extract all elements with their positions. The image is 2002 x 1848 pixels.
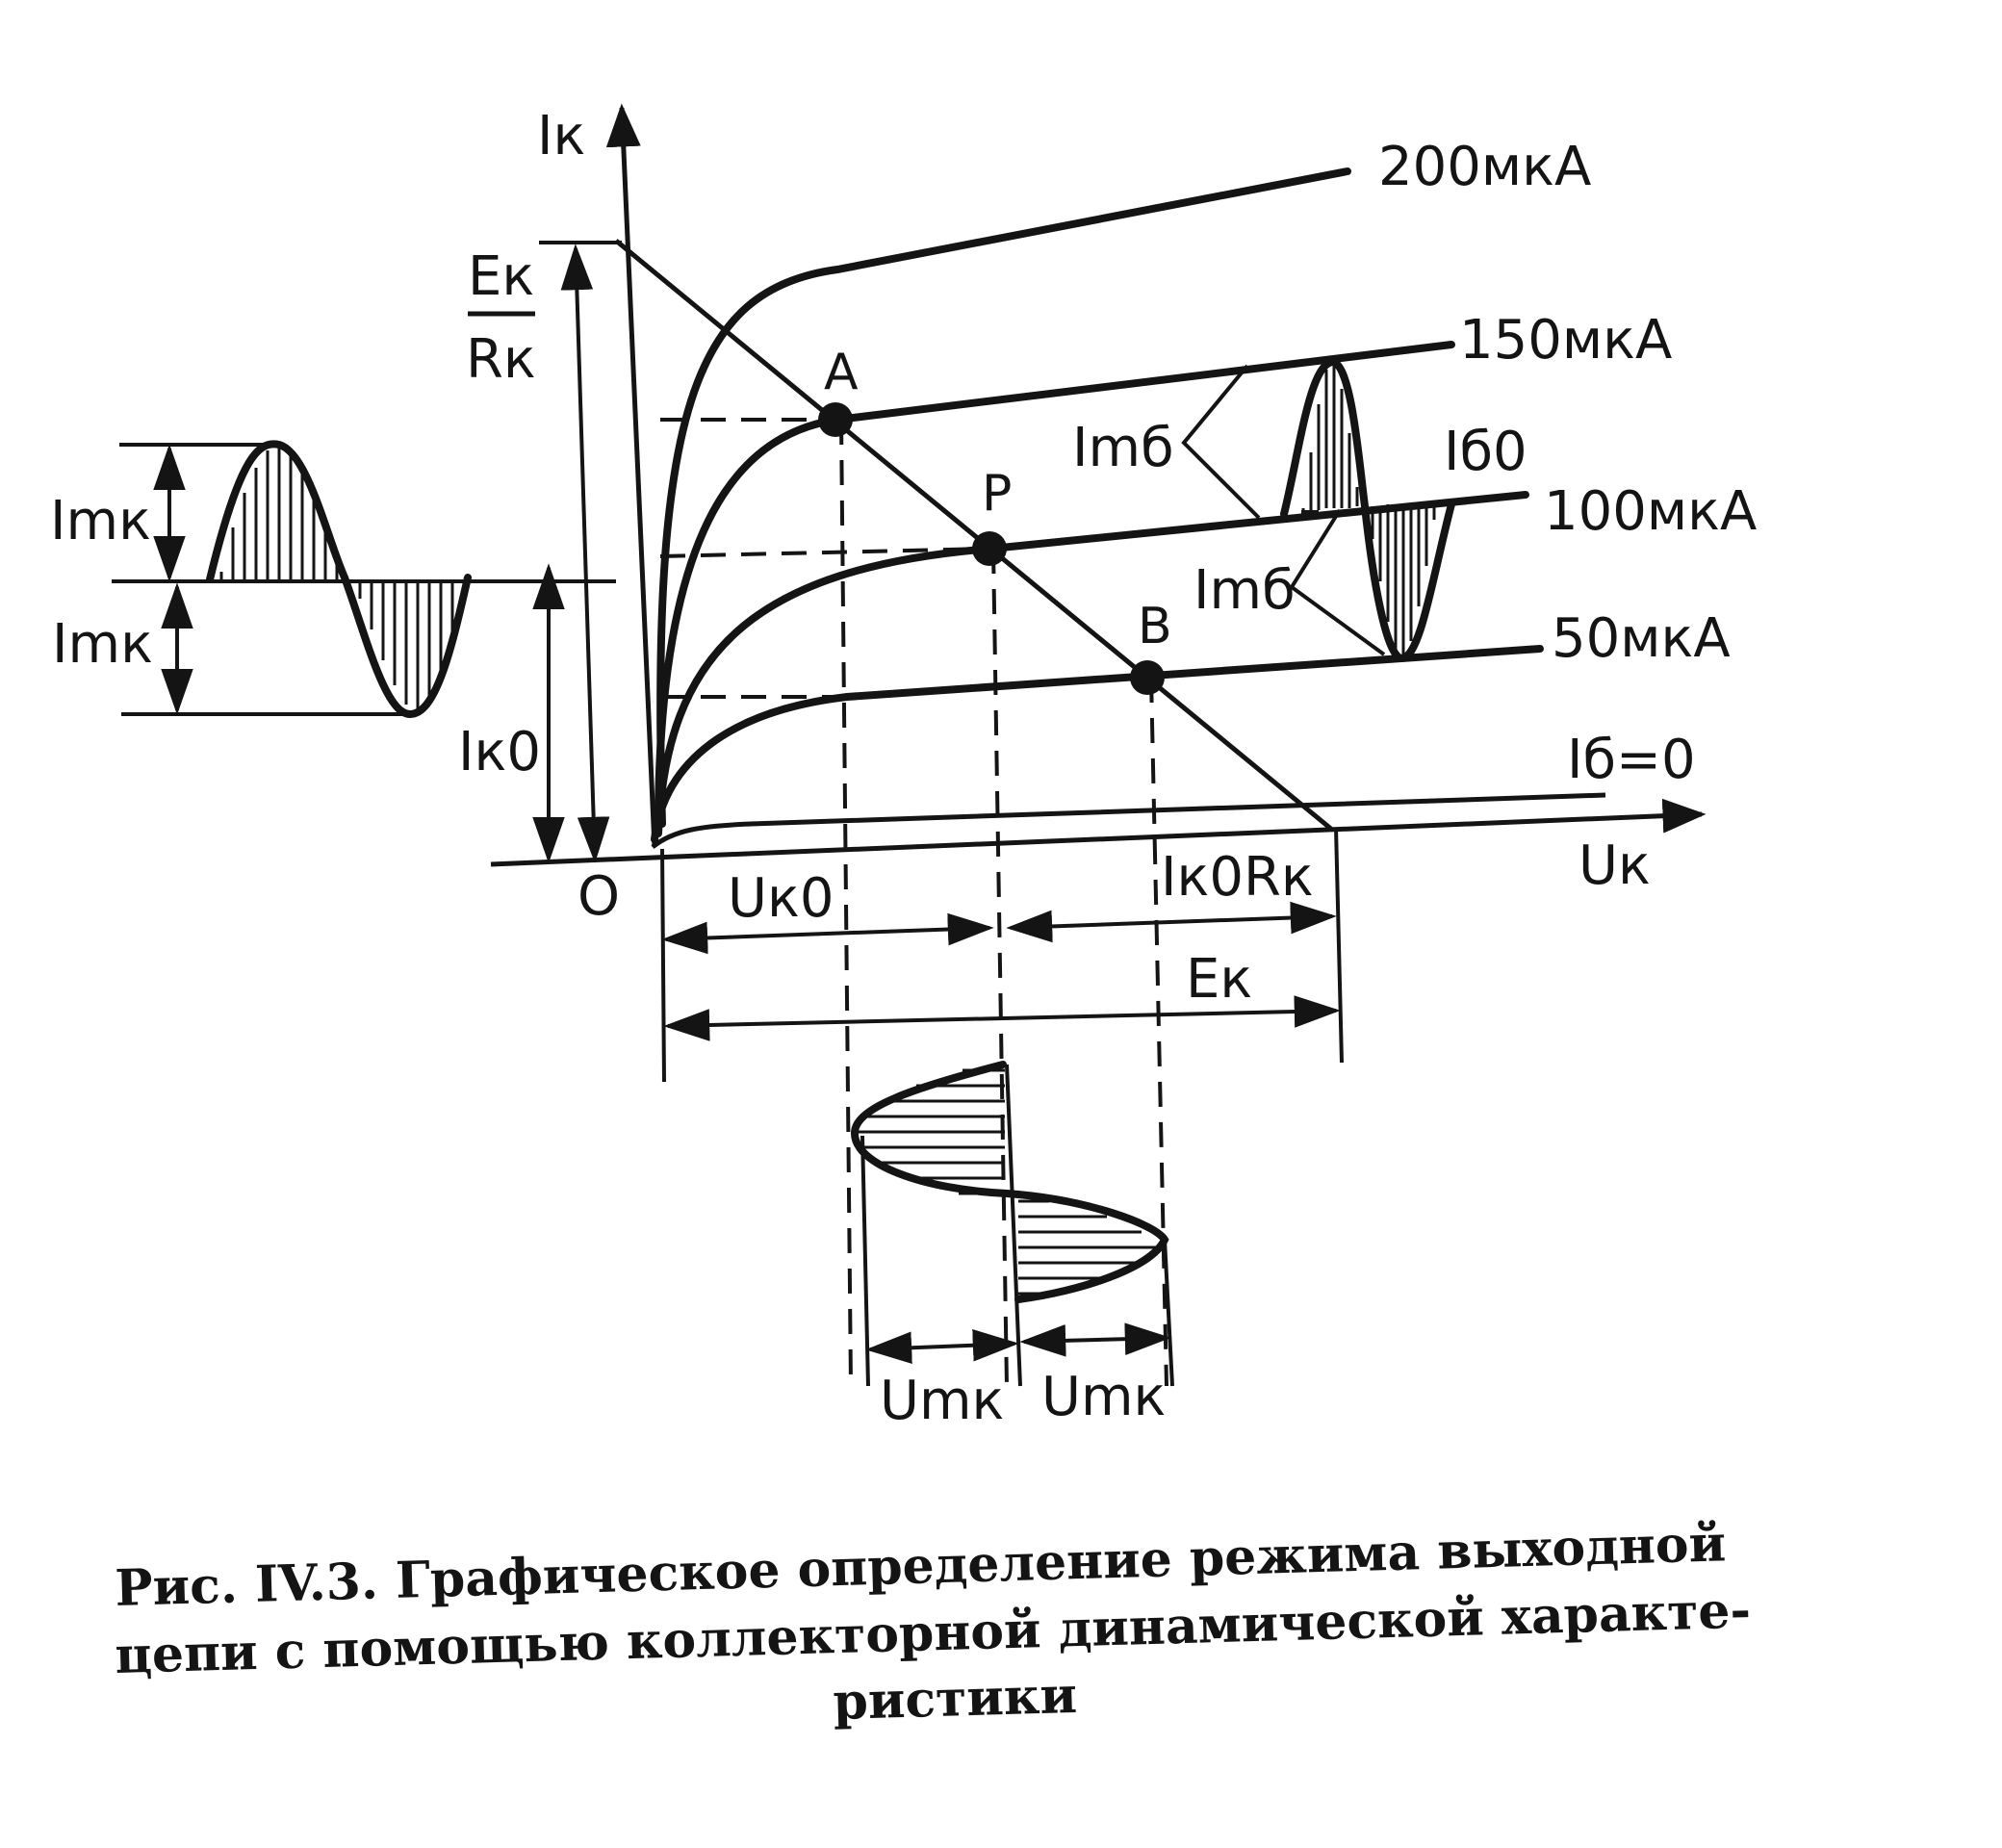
ek-rk-arrow bbox=[560, 244, 610, 863]
ek-rk-numerator: Eк bbox=[468, 245, 534, 308]
operating-points: A P B bbox=[818, 344, 1172, 695]
ib0-bias-label: Iб0 bbox=[1444, 421, 1527, 483]
curve-ib0 bbox=[651, 792, 1606, 849]
figure-caption: Рис. IV.3. Графическое определение режим… bbox=[115, 1514, 1752, 1732]
caption-line-3: ристики bbox=[833, 1666, 1078, 1732]
imb-top-label: Imб bbox=[1072, 417, 1174, 479]
imb-bottom-bracket bbox=[1301, 510, 1319, 514]
ik0rk-arrow bbox=[1006, 901, 1337, 943]
curve-label-ib50: 50мкА bbox=[1552, 607, 1731, 670]
point-a-label: A bbox=[824, 344, 859, 401]
imk-top-label: Imк bbox=[50, 490, 151, 552]
umk-left-arrow bbox=[865, 1328, 1019, 1365]
load-line bbox=[614, 239, 1334, 832]
ik0-label: Iк0 bbox=[458, 721, 541, 783]
ek-label: Eк bbox=[1186, 948, 1252, 1011]
imk-bottom-label: Imк bbox=[52, 613, 153, 676]
x-axis bbox=[490, 798, 1707, 867]
projection-lines bbox=[659, 418, 1168, 1387]
umk-right-label: Umк bbox=[1041, 1366, 1166, 1428]
x-axis-label: Uк bbox=[1578, 834, 1651, 897]
voltage-dimensions: Uк0 Iк0Rк Eк bbox=[660, 846, 1341, 1083]
imb-top-bracket bbox=[1181, 364, 1261, 520]
curve-ib150 bbox=[654, 341, 1455, 832]
curve-ib200 bbox=[656, 167, 1351, 828]
axes: Iк Uк O bbox=[490, 103, 1707, 928]
base-current-sine: Imб Imб Iб0 bbox=[1072, 357, 1527, 663]
umk-right-arrow bbox=[1019, 1322, 1171, 1357]
origin-label: O bbox=[578, 865, 620, 928]
umk-left-label: Umк bbox=[880, 1370, 1004, 1432]
curve-label-ib200: 200мкА bbox=[1378, 136, 1591, 198]
collector-current-sine: Imк Imк bbox=[50, 440, 616, 719]
ek-arrow bbox=[663, 995, 1341, 1041]
ik0rk-label: Iк0Rк bbox=[1161, 846, 1314, 909]
ek-rk-denominator: Rк bbox=[466, 328, 536, 391]
curve-ib100 bbox=[654, 491, 1529, 837]
point-b-label: B bbox=[1138, 598, 1172, 655]
y-axis-label: Iк bbox=[537, 105, 585, 167]
curve-label-ib100: 100мкА bbox=[1544, 480, 1757, 543]
curve-label-ib150: 150мкА bbox=[1459, 309, 1672, 372]
y-axis bbox=[605, 103, 657, 848]
collector-voltage-sine: Umк Umк bbox=[851, 1061, 1174, 1432]
uk0-label: Uк0 bbox=[728, 867, 834, 930]
right-limit-tick bbox=[1334, 827, 1344, 1064]
point-b bbox=[1130, 660, 1165, 695]
imb-bottom-label: Imб bbox=[1194, 559, 1296, 622]
point-p-label: P bbox=[982, 465, 1012, 523]
characteristic-curves: Iб=0 50мкА 100мкА 150мкА 200мкА bbox=[651, 136, 1757, 849]
current-arrows: Iк0 Eк Rк bbox=[458, 244, 610, 863]
uk0-arrow bbox=[661, 912, 994, 955]
curve-label-ib0: Iб=0 bbox=[1567, 729, 1696, 791]
